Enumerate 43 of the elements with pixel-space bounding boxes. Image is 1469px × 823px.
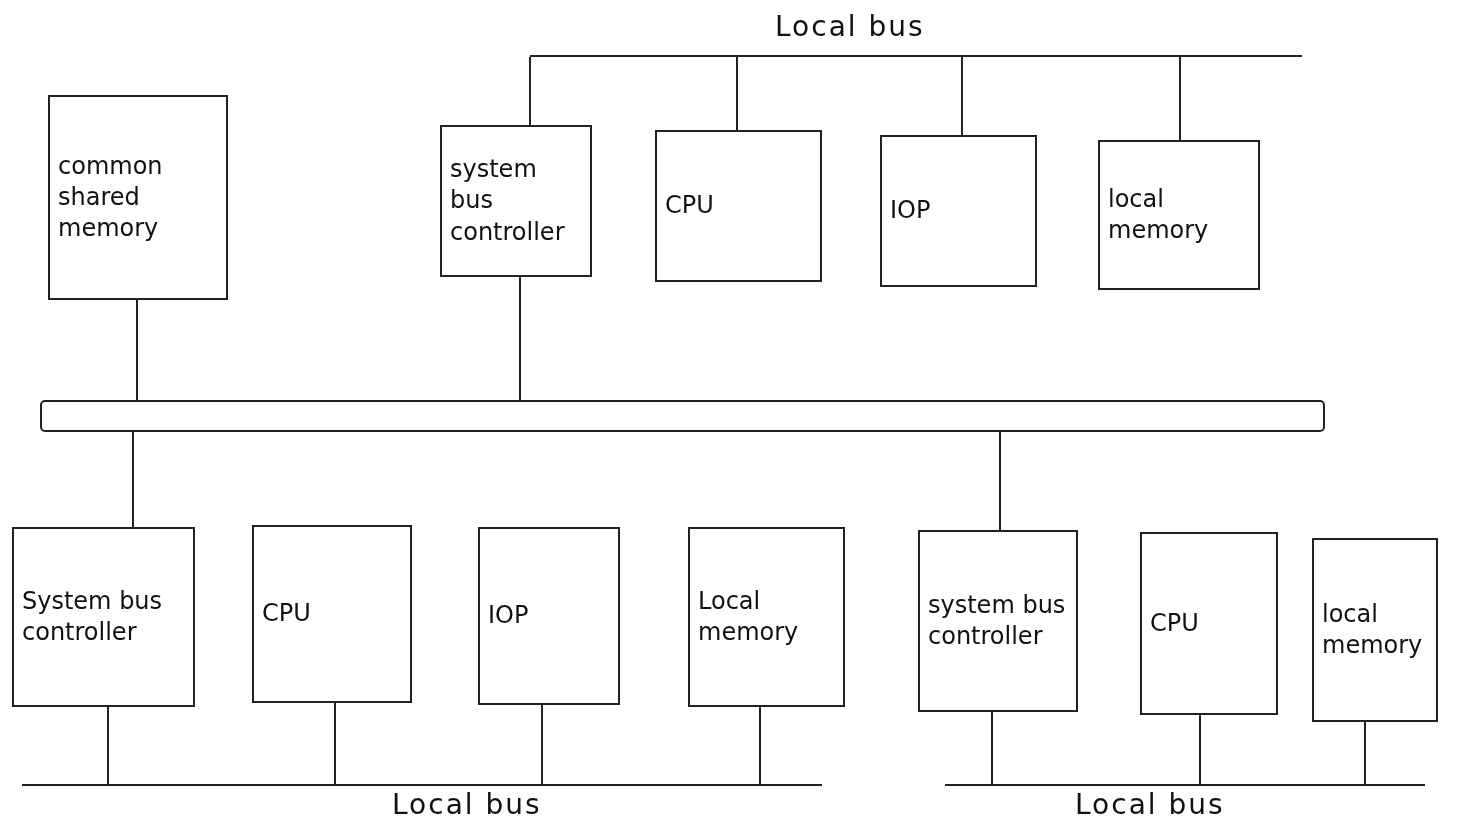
component-box (880, 135, 1037, 287)
connector-line (107, 706, 109, 785)
connector-line (1364, 721, 1366, 785)
connector-line (1199, 714, 1201, 785)
component-label: IOP (488, 600, 529, 632)
component-box (440, 125, 592, 277)
component-box (48, 95, 228, 300)
component-box (655, 130, 822, 282)
component-label: CPU (1150, 607, 1199, 639)
component-box (252, 525, 412, 703)
component-box (478, 527, 620, 705)
component-label: IOP (890, 195, 931, 227)
connector-line (961, 56, 963, 136)
component-box (918, 530, 1078, 712)
connector-line (334, 702, 336, 785)
connector-line (991, 711, 993, 785)
connector-line (529, 56, 531, 126)
connector-line (759, 706, 761, 785)
system-bus-bar (40, 400, 1325, 432)
component-label: system bus controller (450, 154, 566, 248)
connector-line (541, 704, 543, 785)
component-box (1140, 532, 1278, 715)
connector-line (736, 56, 738, 131)
connector-line (132, 431, 134, 528)
component-box (12, 527, 195, 707)
connector-line (519, 276, 521, 401)
bus-label: Local bus (392, 788, 542, 821)
bus-label: Local bus (775, 10, 925, 43)
component-label: local memory (1322, 598, 1424, 661)
component-label: local memory (1108, 183, 1210, 246)
connector-line (1179, 56, 1181, 141)
component-label: system bus controller (928, 589, 1067, 652)
component-label: CPU (262, 598, 311, 630)
component-box (688, 527, 845, 707)
connector-line (999, 431, 1001, 531)
component-label: common shared memory (58, 150, 164, 245)
bus-label: Local bus (1075, 788, 1225, 821)
component-label: CPU (665, 190, 714, 222)
component-label: Local memory (698, 585, 800, 648)
component-box (1312, 538, 1438, 722)
connector-line (136, 299, 138, 401)
component-label: System bus controller (22, 585, 164, 648)
component-box (1098, 140, 1260, 290)
